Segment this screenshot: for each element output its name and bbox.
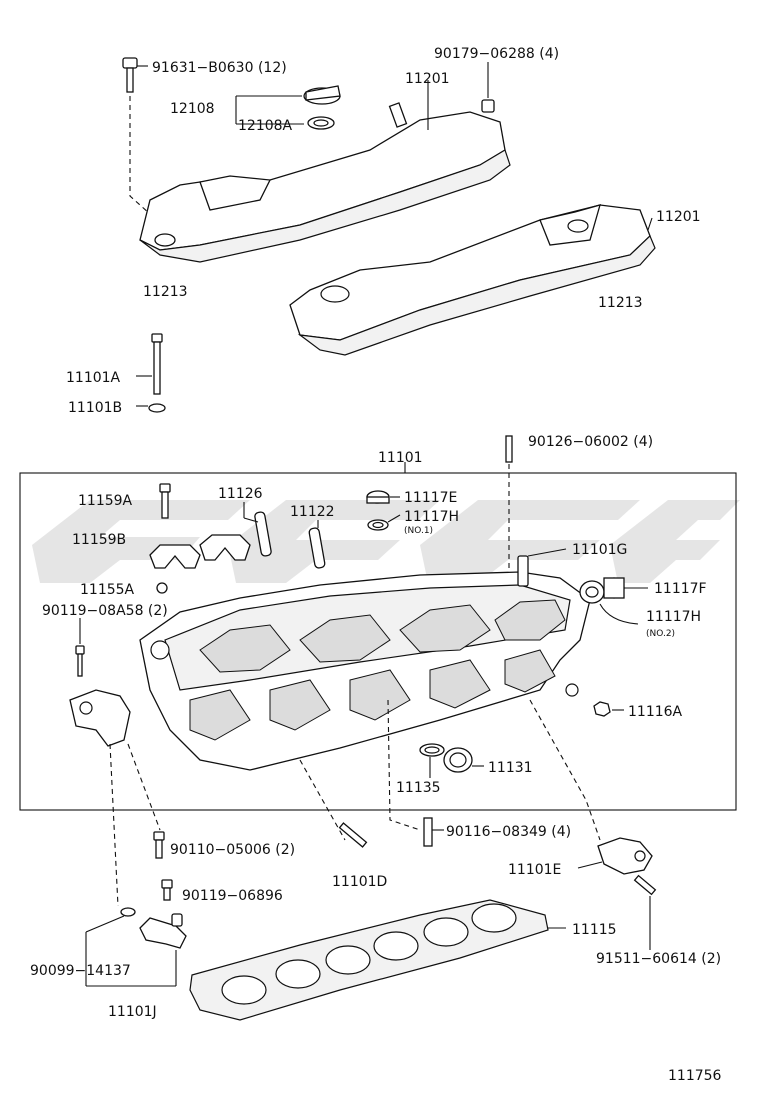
label-nut-11116a: 11116A <box>628 704 683 720</box>
valve-guides <box>243 502 326 569</box>
label-no1: (NO.1) <box>404 526 433 536</box>
label-no2: (NO.2) <box>646 629 675 639</box>
head-gasket <box>189 899 566 1021</box>
label-plug-11117h-1: 11117H <box>404 509 459 525</box>
label-cover-1: 11201 <box>405 71 450 87</box>
head-bolt-11101a <box>136 333 166 413</box>
oil-seal-set <box>419 743 484 778</box>
label-sensor-11101e: 11101E <box>508 862 561 878</box>
label-bolt-91631: 91631−B0630 (12) <box>152 60 287 76</box>
label-bolt-11101a: 11101A <box>66 370 121 386</box>
cylinder-head <box>139 571 591 771</box>
nut-11116a <box>593 701 624 717</box>
label-washer-11101b: 11101B <box>68 400 122 416</box>
bolt-90110 <box>153 831 165 859</box>
label-bolt-90179: 90179−06288 (4) <box>434 46 559 62</box>
head-group-frame <box>19 472 737 811</box>
cam-position-sensor <box>577 837 653 875</box>
label-ring-90099: 90099−14137 <box>30 963 131 979</box>
label-bolt-90110: 90110−05006 (2) <box>170 842 295 858</box>
plugs-no2 <box>579 577 648 625</box>
label-bolt-90119b: 90119−06896 <box>182 888 283 904</box>
label-gasket-11115: 11115 <box>572 922 617 938</box>
watermark-logo <box>32 500 740 583</box>
part-labels: 91631−B0630 (12) 90179−06288 (4) 11201 1… <box>30 46 722 1084</box>
bolt-91511 <box>633 874 657 950</box>
bolt-90119-06896 <box>161 879 173 901</box>
label-plug-11117f: 11117F <box>654 581 707 597</box>
ocv-valve-assy <box>85 907 187 987</box>
label-guide-11126: 11126 <box>218 486 263 502</box>
label-stud-90126: 90126−06002 (4) <box>528 434 653 450</box>
pin-11101g <box>517 548 567 587</box>
cup-plugs-no1 <box>366 490 401 531</box>
cylinder-head-cover-1 <box>139 62 511 263</box>
label-bolt-11159a: 11159A <box>78 493 133 509</box>
diagram-id: 111756 <box>668 1068 722 1084</box>
bolt-91631 <box>122 57 151 215</box>
label-valve-11101j: 11101J <box>108 1004 157 1020</box>
label-cap-11159b: 11159B <box>72 532 126 548</box>
label-cover-2: 11201 <box>656 209 701 225</box>
cylinder-head-cover-2 <box>289 204 656 356</box>
label-cap: 12108 <box>170 101 215 117</box>
camshaft-bearing-caps <box>149 483 251 594</box>
label-stud-11101d: 11101D <box>332 874 387 890</box>
label-nut-11155a: 11155A <box>80 582 135 598</box>
label-gasket-1: 11213 <box>143 284 188 300</box>
stud-11101d <box>338 822 368 848</box>
label-ring-11135: 11135 <box>396 780 441 796</box>
label-seal-11131: 11131 <box>488 760 533 776</box>
oil-control-housing <box>69 618 131 747</box>
label-plug-11117e: 11117E <box>404 490 457 506</box>
label-bolt-90119a: 90119−08A58 (2) <box>42 603 168 619</box>
label-pin-11101g: 11101G <box>572 542 627 558</box>
label-plug-11117h-2: 11117H <box>646 609 701 625</box>
label-cap-gasket: 12108A <box>238 118 293 134</box>
label-bolt-91511: 91511−60614 (2) <box>596 951 721 967</box>
oil-filler-cap <box>235 85 341 130</box>
label-cylinder-head: 11101 <box>378 450 423 466</box>
label-guide-11122: 11122 <box>290 504 335 520</box>
label-gasket-2: 11213 <box>598 295 643 311</box>
leader-dashes <box>109 699 601 907</box>
bolt-90116 <box>423 817 444 847</box>
label-bolt-90116: 90116−08349 (4) <box>446 824 571 840</box>
